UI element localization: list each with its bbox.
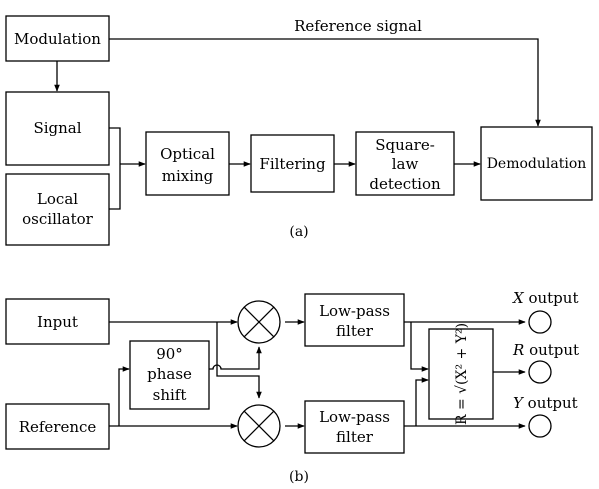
r-output-var: R [512,341,524,359]
local-oscillator-block: Local oscillator [5,173,110,246]
phase-shift-label-line-1: 90° [156,345,183,363]
filtering-block: Filtering [250,134,335,193]
low-pass-filter-bottom: Low-pass filter [304,400,405,454]
y-output: Y output [513,394,578,438]
bottom-mixer-cross-2 [243,410,275,442]
lpf-top-label-line-1: Low-pass [319,302,390,320]
x-output-text: output [524,289,579,307]
low-pass-filter-top: Low-pass filter [304,293,405,347]
optical-mixing-label-line-1: Optical [160,145,215,163]
y-output-terminal [528,414,552,438]
modulation-label: Modulation [14,30,101,48]
square-law-label-line-2: law [392,155,419,173]
magnitude-block: R = √(X² + Y²) [428,323,494,425]
reference-block: Reference [5,403,110,450]
r-output: R output [512,341,579,384]
x-output: X output [512,289,578,334]
caption-b: (b) [289,469,309,485]
square-law-label-line-3: detection [369,175,441,193]
bottom-mixer [237,404,281,448]
local-oscillator-label-line-2: oscillator [22,210,94,228]
y-output-label: Y output [513,394,578,412]
magnitude-formula: R = √(X² + Y²) [454,323,470,425]
top-mixer [237,300,281,344]
signal-label: Signal [33,119,81,137]
input-label: Input [37,313,78,331]
x-output-var: X [512,289,525,307]
lpf-top-label-line-2: filter [336,322,374,340]
x-output-label: X output [512,289,578,307]
demodulation-block: Demodulation [480,126,593,201]
optical-mixing-block: Optical mixing [145,131,230,196]
r-output-label: R output [512,341,579,359]
lpf-bottom-label-line-2: filter [336,428,374,446]
y-output-text: output [523,394,578,412]
top-mixer-cross-2 [243,306,275,338]
demodulation-label: Demodulation [487,156,587,172]
phase-shifter-to-top-mixer-arrow [209,346,262,370]
r-output-text: output [524,341,579,359]
square-law-detection-block: Square- law detection [355,131,455,196]
lpf-bottom-label-line-1: Low-pass [319,408,390,426]
r-output-terminal [528,360,552,384]
input-block: Input [5,298,110,345]
y-output-var: Y [513,394,525,412]
caption-a: (a) [289,224,308,240]
y-tap-to-magnitude-arrow [415,377,429,426]
local-oscillator-label-line-1: Local [37,190,78,208]
signal-block: Signal [5,91,110,166]
diagram-a: Modulation Reference signal Signal Local… [5,15,593,246]
x-tap-to-magnitude-arrow [410,322,429,372]
reference-label: Reference [19,418,97,436]
phase-shift-block: 90° phase shift [129,340,210,410]
diagram-b: Input Reference 90° phase shift Low-pass… [5,289,579,485]
modulation-block: Modulation [5,15,110,62]
square-law-label-line-1: Square- [375,136,435,154]
input-branch-to-bottom-mixer-arrow [216,322,262,399]
optical-mixing-label-line-2: mixing [162,167,214,185]
reference-signal-label: Reference signal [294,17,422,35]
phase-shift-label-line-2: phase [147,365,192,383]
x-output-terminal [528,310,552,334]
reference-signal-line [109,38,541,127]
reference-to-phase-shifter-arrow [118,366,130,426]
phase-shift-label-line-3: shift [153,386,187,404]
signal-merge-line [109,127,121,210]
filtering-label: Filtering [259,155,326,173]
